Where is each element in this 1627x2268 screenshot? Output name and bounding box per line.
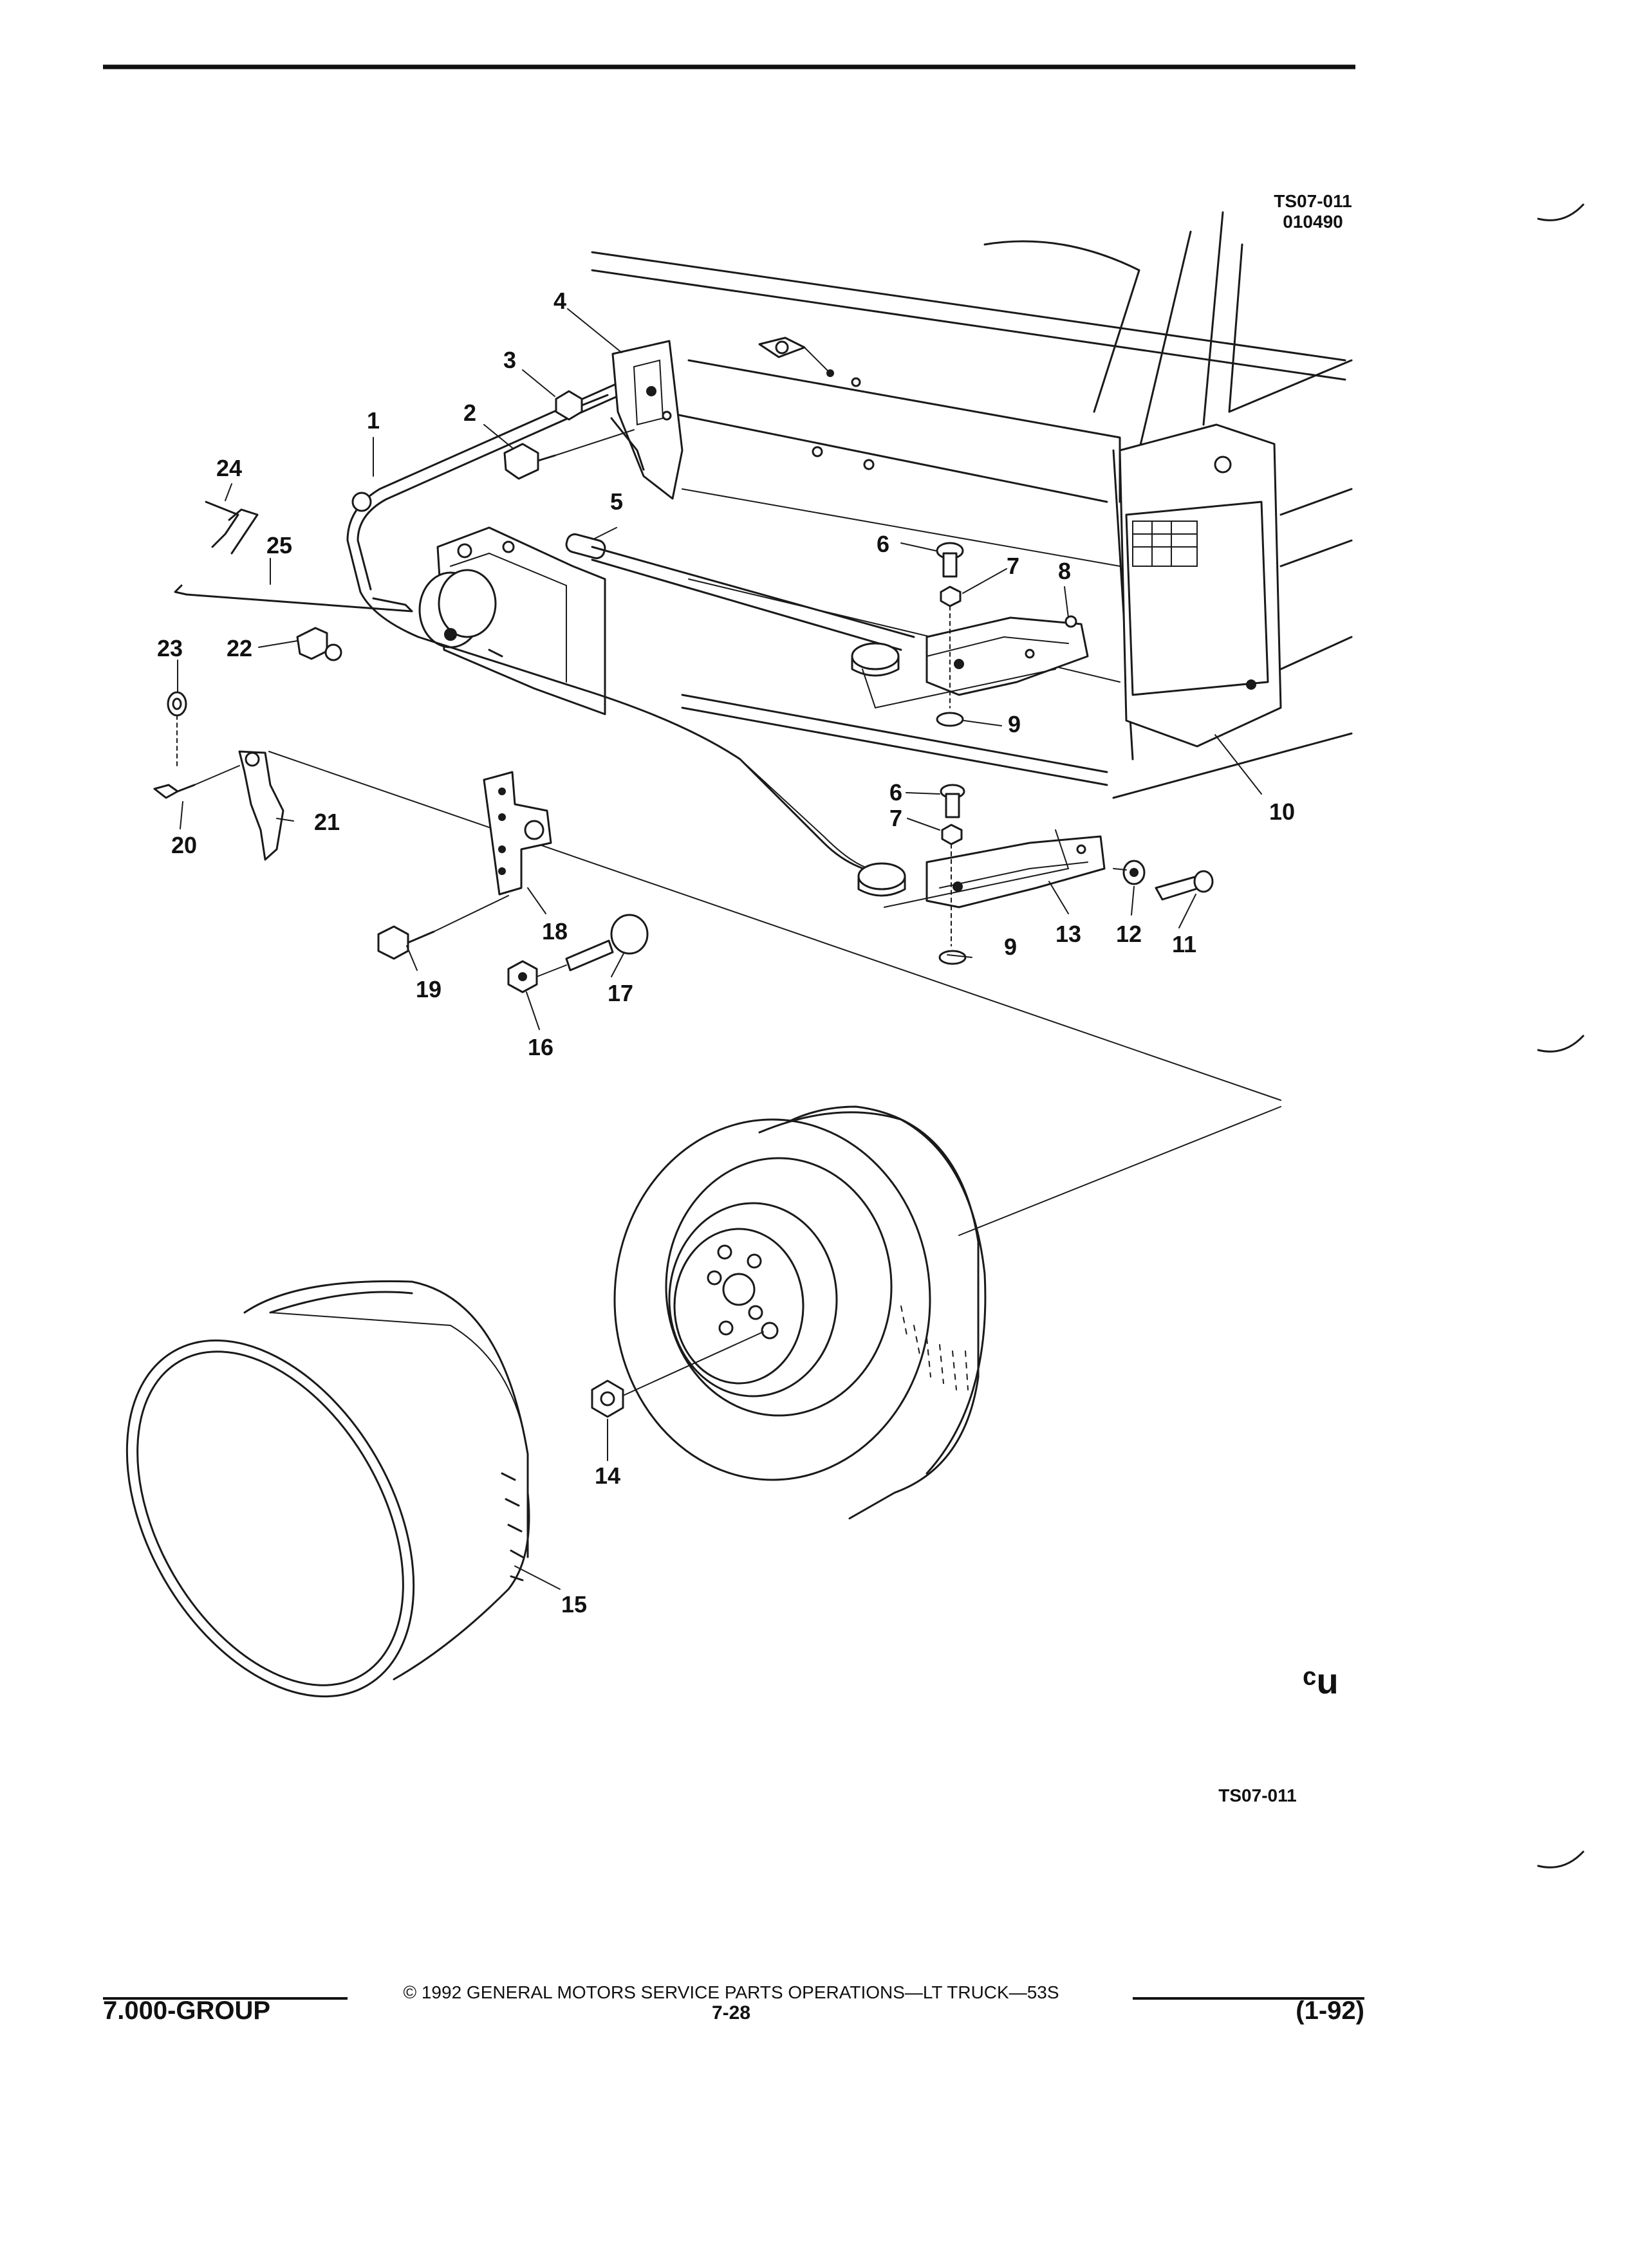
callout-6-lower: 6 [889,779,902,806]
callout-13: 13 [1055,921,1081,947]
callout-9-lower: 9 [1004,934,1017,960]
callout-12: 12 [1116,921,1142,947]
bolt-3 [555,390,609,421]
footer-date: (1-92) [1296,1996,1364,2025]
callout-8: 8 [1058,558,1071,584]
truck-rear-body [591,211,1353,799]
binding-mark [1537,203,1585,221]
footer-group: 7.000-GROUP [103,1996,270,2025]
callout-10: 10 [1269,798,1295,825]
page-footer: © 1992 GENERAL MOTORS SERVICE PARTS OPER… [103,1982,1364,2025]
clip-2 [503,429,635,480]
pin-23-and-bolt-20 [153,691,240,799]
spare-tire [613,1105,1281,1520]
callout-25: 25 [266,532,292,558]
bracket-13-assembly [857,784,1214,965]
callout-5: 5 [610,488,623,515]
spare-tire-cover-15 [126,1280,530,1698]
callout-17: 17 [608,980,633,1006]
callout-9: 9 [1008,711,1021,737]
callout-7: 7 [1007,553,1019,579]
figure-code-top-line1: TS07-011 [1274,191,1352,211]
retainer-22 [296,627,342,661]
bolt-19 [377,895,509,960]
bracket-8-assembly [851,615,1089,708]
callout-21: 21 [314,809,340,835]
callout-24: 24 [216,455,242,481]
callout-16: 16 [528,1034,553,1060]
gm-mark: ᶜu [1303,1661,1338,1701]
leader-lines [177,308,1262,1590]
footer-copyright: © 1992 GENERAL MOTORS SERVICE PARTS OPER… [403,1982,1059,2002]
callout-18: 18 [542,918,568,945]
spring-clip-24 [205,501,259,555]
callout-labels: 1 2 3 4 5 6 7 8 9 10 11 12 13 14 15 16 1… [157,288,1295,1618]
callout-15: 15 [561,1591,587,1618]
lever-21 [238,750,1281,1101]
callout-22: 22 [227,635,252,661]
callout-23: 23 [157,635,183,661]
hinge-bracket-4 [610,340,683,500]
callout-7-lower: 7 [889,805,902,831]
figure-code-bottom: TS07-011 [1218,1785,1296,1805]
nut-16-stud-17 [507,914,649,993]
binding-mark [1537,1850,1585,1868]
figure-code-top-line2: 010490 [1283,212,1343,232]
extension-handle-25 [174,584,413,613]
callout-1: 1 [367,407,380,434]
callout-2: 2 [463,400,476,426]
footer-page-number: 7-28 [712,2002,750,2024]
latch-plate-18 [483,771,552,896]
binding-mark [1537,1035,1585,1053]
callout-20: 20 [171,832,197,858]
callout-11: 11 [1172,931,1196,957]
fastener-stack-upper [936,542,964,727]
callout-6: 6 [877,531,889,557]
callout-3: 3 [503,347,516,373]
callout-19: 19 [416,976,442,1002]
spare-tire-hoist [346,359,915,876]
callout-4: 4 [553,288,566,314]
callout-14: 14 [595,1462,620,1489]
lug-nut-14 [591,1379,624,1418]
